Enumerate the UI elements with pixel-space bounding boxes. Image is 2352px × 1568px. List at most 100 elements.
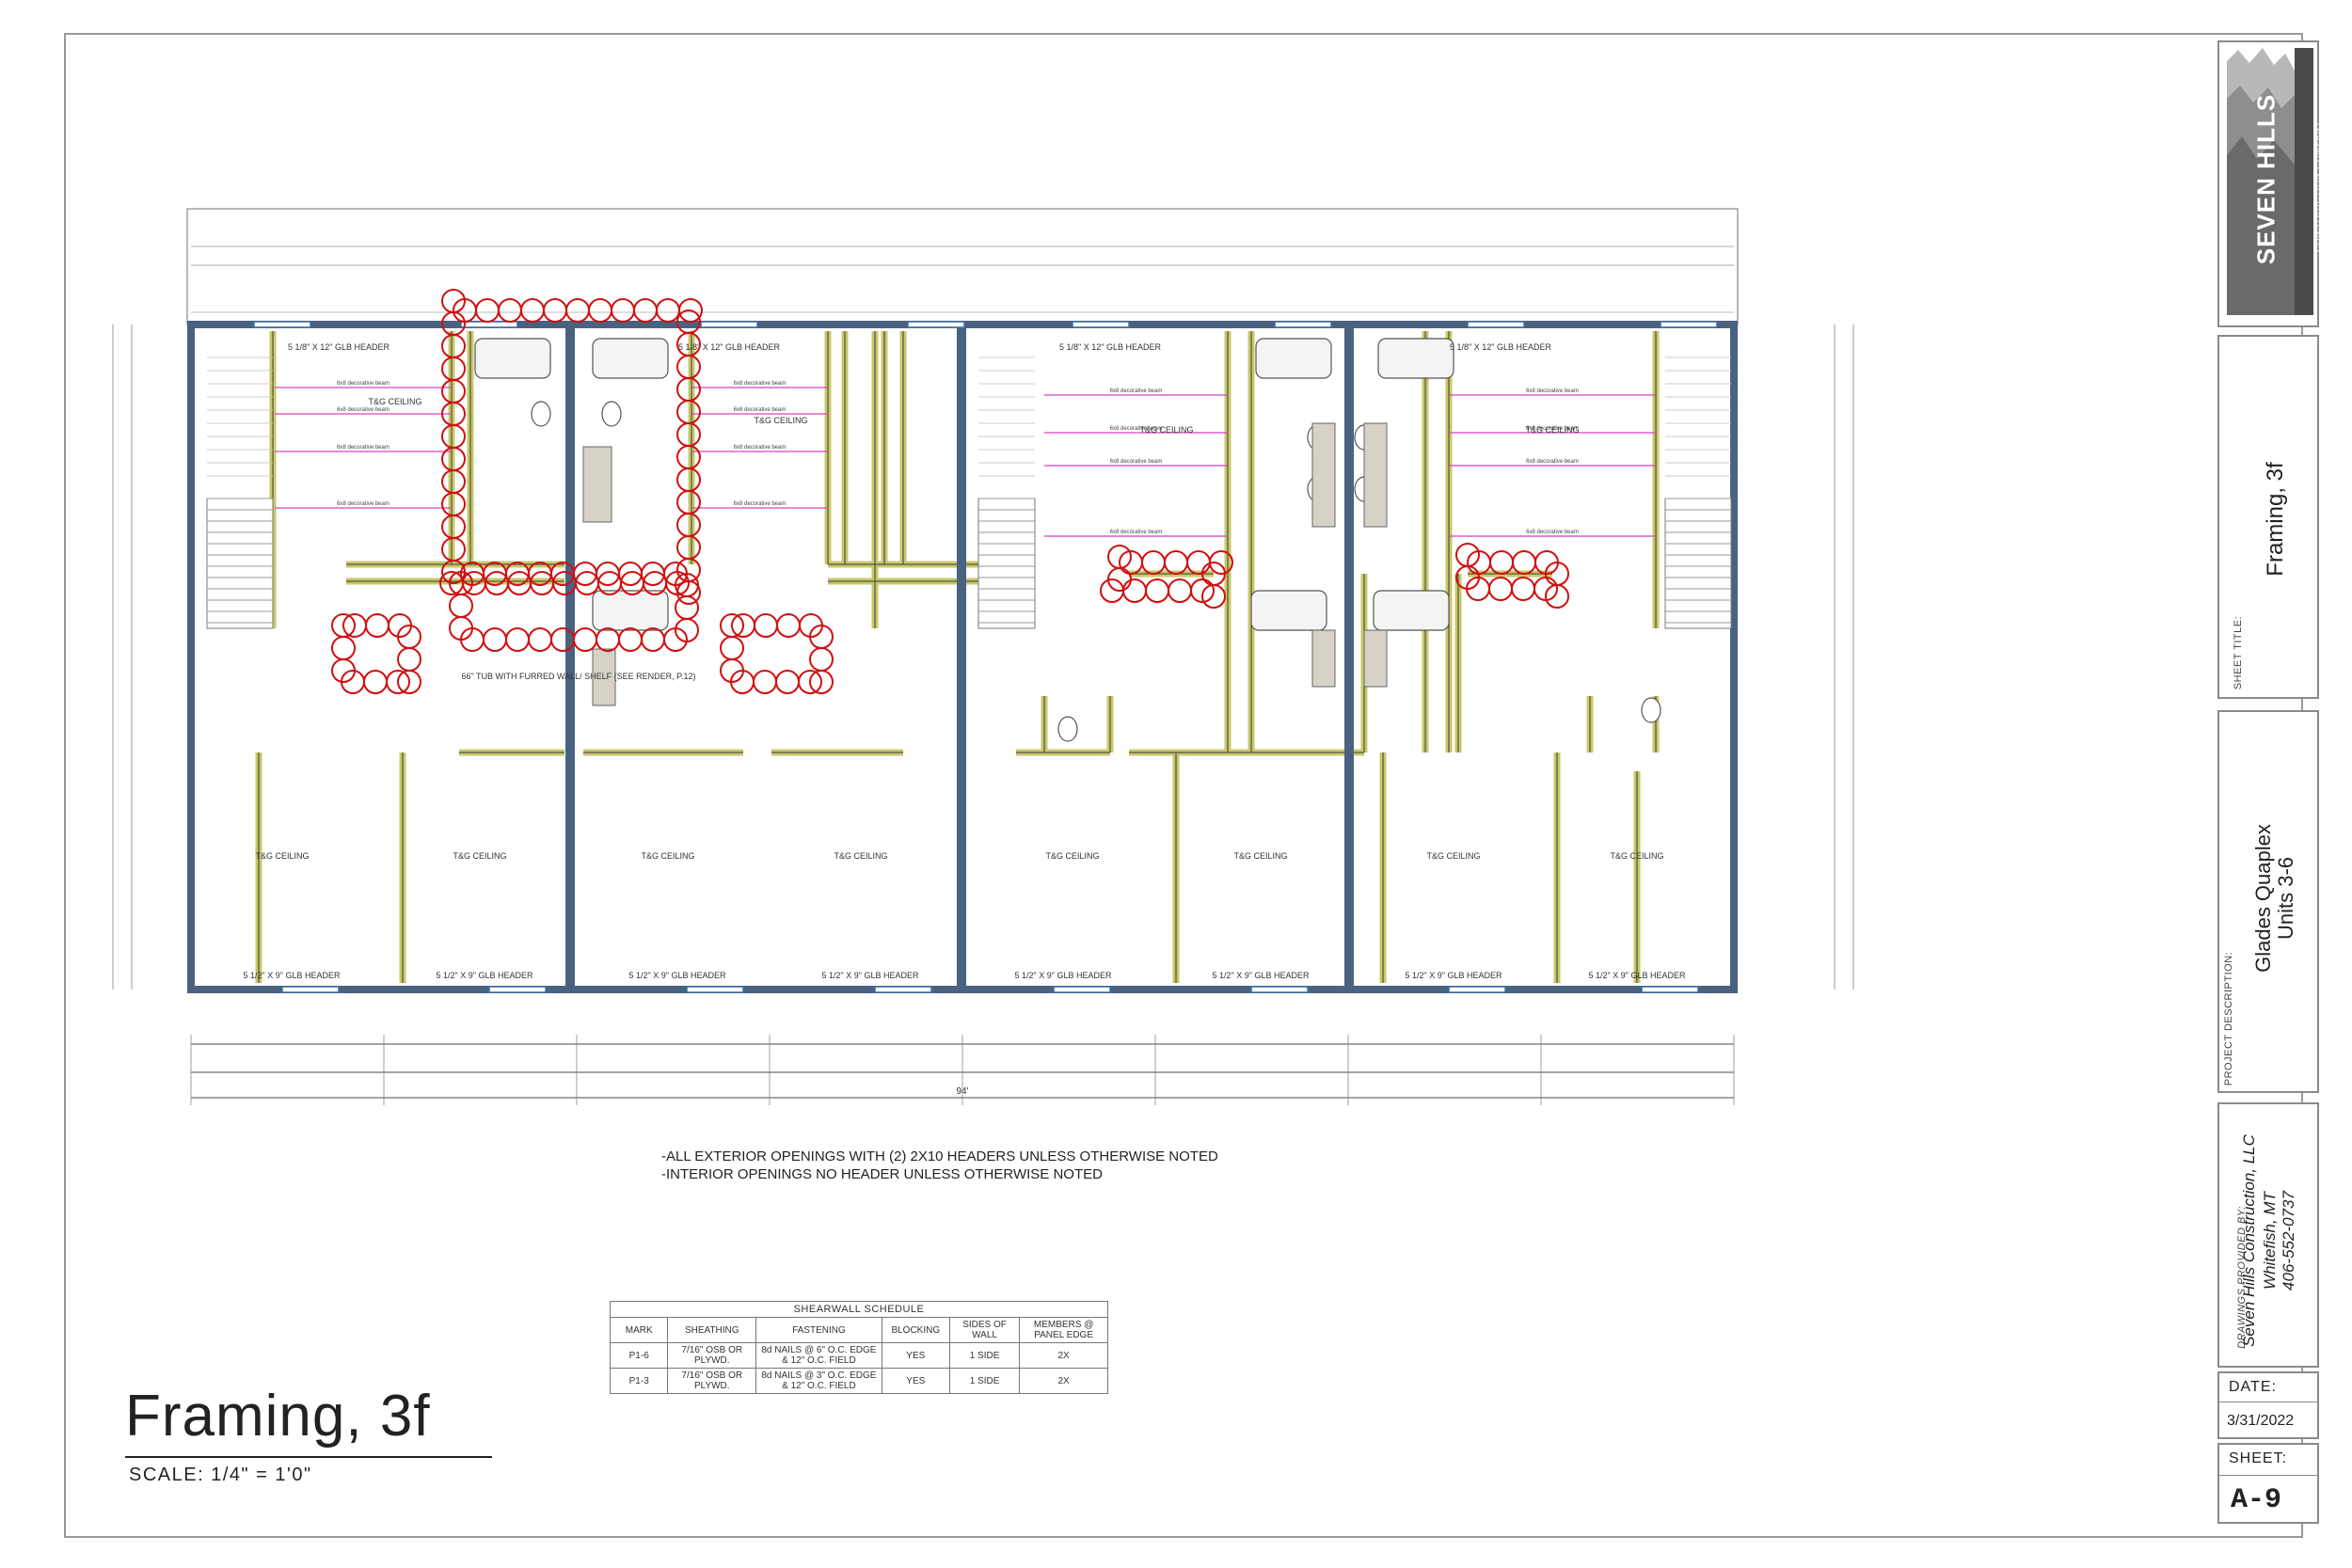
revision-cloud: [1186, 550, 1211, 575]
window: [686, 986, 744, 993]
beam-label: 6x8 decorative beam: [1526, 530, 1579, 535]
schedule-cell: 8d NAILS @ 6" O.C. EDGE & 12" O.C. FIELD: [755, 1342, 882, 1369]
revision-cloud: [331, 636, 356, 660]
sheet-title-cell: SHEET TITLE: Framing, 3f: [2217, 335, 2319, 699]
sheet-label: SHEET:: [2229, 1450, 2288, 1466]
header-label: 5 1/2" X 9" GLB HEADER: [1213, 971, 1310, 980]
ceiling-label: T&G CEILING: [754, 416, 807, 425]
bathtub: [592, 338, 669, 379]
stair: [977, 498, 1036, 629]
beam-label: 6x8 decorative beam: [337, 407, 389, 413]
header-label: 5 1/2" X 9" GLB HEADER: [822, 971, 919, 980]
revision-cloud: [439, 571, 464, 595]
window: [1274, 321, 1332, 328]
note-line: -ALL EXTERIOR OPENINGS WITH (2) 2X10 HEA…: [661, 1148, 1218, 1164]
beam-label: 6x8 decorative beam: [1110, 459, 1163, 465]
revision-cloud: [678, 298, 703, 323]
schedule-header: FASTENING: [755, 1317, 882, 1343]
revision-cloud: [397, 670, 421, 694]
date-label: DATE:: [2229, 1379, 2277, 1395]
revision-cloud: [1107, 545, 1132, 569]
revision-cloud: [498, 298, 522, 323]
revision-cloud: [573, 627, 597, 652]
window: [281, 986, 340, 993]
logo-subtext: CONSTRUCTION COMPANY: [2312, 120, 2322, 252]
beam-label: 6x8 decorative beam: [1526, 426, 1579, 432]
revision-cloud: [809, 647, 834, 672]
revision-cloud: [483, 627, 507, 652]
window: [253, 321, 311, 328]
revision-cloud: [809, 670, 834, 694]
beam-label: 6x8 decorative beam: [1526, 388, 1579, 394]
header-label: 5 1/2" X 9" GLB HEADER: [437, 971, 533, 980]
schedule-mark: P1-3: [609, 1368, 669, 1394]
revision-cloud: [1201, 584, 1226, 609]
header-label: 5 1/8" X 12" GLB HEADER: [678, 342, 780, 352]
toilet: [1057, 716, 1078, 742]
revision-cloud: [675, 595, 699, 620]
revision-cloud: [365, 613, 389, 638]
note-line: -INTERIOR OPENINGS NO HEADER UNLESS OTHE…: [661, 1166, 1103, 1182]
beam-label: 6x8 decorative beam: [1110, 388, 1163, 394]
ceiling-label: T&G CEILING: [641, 851, 694, 861]
revision-cloud: [618, 627, 643, 652]
ceiling-label: T&G CEILING: [1045, 851, 1099, 861]
ceiling-label: T&G CEILING: [1525, 425, 1579, 435]
schedule-header: MARK: [609, 1317, 669, 1343]
ceiling-label: T&G CEILING: [1233, 851, 1287, 861]
project-units: Units 3-6: [2274, 856, 2297, 941]
logo-text: SEVEN HILLS: [2251, 93, 2280, 265]
beam-label: 6x8 decorative beam: [734, 407, 787, 413]
ceiling-label: T&G CEILING: [1139, 425, 1193, 435]
revision-cloud: [596, 627, 620, 652]
company-name: Seven Hills Construction, LLC: [2240, 1134, 2258, 1347]
vanity: [1363, 422, 1388, 528]
window: [1072, 321, 1130, 328]
window: [1053, 986, 1111, 993]
ceiling-label: T&G CEILING: [368, 397, 421, 406]
sheet-number: A-9: [2231, 1484, 2282, 1516]
header-label: 5 1/2" X 9" GLB HEADER: [1589, 971, 1686, 980]
page-title: Framing, 3f: [125, 1384, 431, 1449]
revision-cloud: [754, 613, 778, 638]
title-underline: [125, 1456, 492, 1458]
window: [1641, 986, 1699, 993]
mountain-logo-icon: [2227, 48, 2313, 315]
revision-cloud: [1164, 550, 1188, 575]
revision-cloud: [1168, 578, 1192, 603]
schedule-title: SHEARWALL SCHEDULE: [610, 1301, 1108, 1318]
bathtub: [1255, 338, 1332, 379]
revision-cloud: [1489, 550, 1514, 575]
ceiling-label: T&G CEILING: [1426, 851, 1480, 861]
revision-cloud: [441, 289, 466, 313]
window: [1467, 321, 1525, 328]
roof-outline: [186, 208, 1739, 325]
beam-label: 6x8 decorative beam: [734, 445, 787, 451]
schedule-header: MEMBERS @ PANEL EDGE: [1019, 1317, 1108, 1343]
header-label: 5 1/2" X 9" GLB HEADER: [1406, 971, 1502, 980]
revision-cloud: [656, 298, 680, 323]
revision-cloud: [1512, 550, 1536, 575]
revision-cloud: [1511, 577, 1535, 601]
schedule-cell: 1 SIDE: [948, 1368, 1021, 1394]
revision-cloud: [528, 627, 552, 652]
beam-label: 6x8 decorative beam: [337, 381, 389, 387]
revision-cloud: [475, 298, 500, 323]
revision-cloud: [449, 571, 473, 595]
revision-cloud: [776, 613, 801, 638]
vanity: [1311, 629, 1336, 688]
revision-cloud: [641, 627, 665, 652]
table-row: P1-3 7/16" OSB OR PLYWD. 8d NAILS @ 3" O…: [609, 1368, 1108, 1394]
revision-cloud: [543, 298, 567, 323]
window: [1660, 321, 1718, 328]
revision-cloud: [565, 298, 590, 323]
revision-cloud: [363, 670, 388, 694]
window: [1250, 986, 1309, 993]
revision-cloud: [720, 613, 744, 638]
beam-label: 6x8 decorative beam: [734, 381, 787, 387]
project-name: Glades Quaplex: [2251, 824, 2275, 973]
tub-note: 66" TUB WITH FURRED WALL/ SHELF (SEE REN…: [461, 672, 695, 681]
beam-label: 6x8 decorative beam: [1110, 426, 1163, 432]
header-label: 5 1/8" X 12" GLB HEADER: [288, 342, 389, 352]
